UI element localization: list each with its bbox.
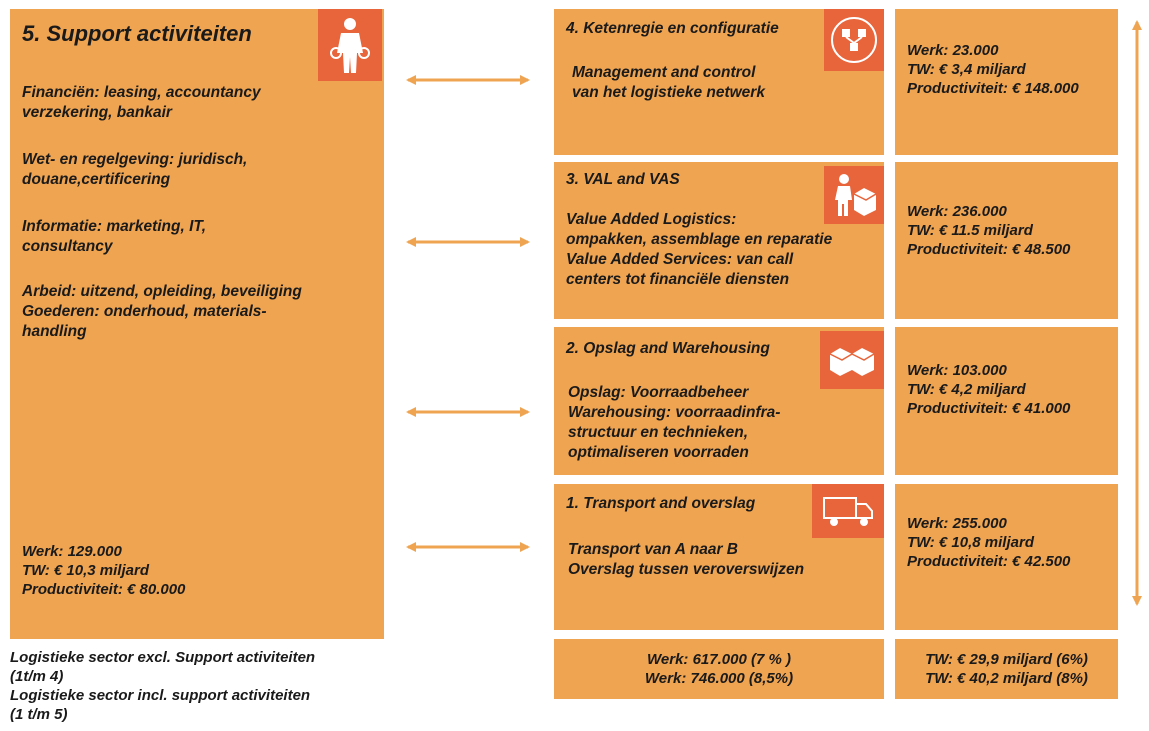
stat-tw: TW: € 10,3 miljard: [22, 562, 149, 579]
activity-box-2: 2. Opslag and Warehousing Opslag: Voorra…: [554, 327, 884, 475]
truck-icon: [812, 484, 884, 538]
stats-box-4: Werk: 23.000 TW: € 3,4 miljard Productiv…: [895, 9, 1118, 155]
boxes-icon: [820, 331, 884, 389]
support-paragraph-finance: Financiën: leasing, accountancy verzeker…: [22, 84, 261, 121]
stats-box-3: Werk: 236.000 TW: € 11.5 miljard Product…: [895, 162, 1118, 319]
total-werk-incl: Werk: 746.000 (8,5%): [644, 670, 794, 687]
totals-werk: Werk: 617.000 (7 % ) Werk: 746.000 (8,5%…: [554, 650, 884, 688]
stat-tw: TW: € 11.5 miljard: [907, 222, 1033, 239]
totals-werk-box: Werk: 617.000 (7 % ) Werk: 746.000 (8,5%…: [554, 639, 884, 699]
totals-tw-box: TW: € 29,9 miljard (6%) TW: € 40,2 milja…: [895, 639, 1118, 699]
stat-productiviteit: Productiviteit: € 42.500: [907, 553, 1071, 570]
footer-incl: Logistieke sector incl. support activite…: [10, 687, 311, 723]
stat-tw: TW: € 4,2 miljard: [907, 381, 1026, 398]
support-paragraph-labour-goods: Arbeid: uitzend, opleiding, beveiliging …: [22, 283, 302, 340]
totals-tw: TW: € 29,9 miljard (6%) TW: € 40,2 milja…: [895, 650, 1118, 688]
stat-tw: TW: € 10,8 miljard: [907, 534, 1034, 551]
support-stats: Werk: 129.000 TW: € 10,3 miljard Product…: [22, 542, 185, 599]
stats-4: Werk: 23.000 TW: € 3,4 miljard Productiv…: [907, 41, 1079, 98]
stat-productiviteit: Productiviteit: € 80.000: [22, 581, 186, 598]
activity-title-1: 1. Transport and overslag: [566, 495, 756, 512]
stats-box-1: Werk: 255.000 TW: € 10,8 miljard Product…: [895, 484, 1118, 630]
stats-box-2: Werk: 103.000 TW: € 4,2 miljard Producti…: [895, 327, 1118, 475]
stat-productiviteit: Productiviteit: € 48.500: [907, 241, 1071, 258]
stats-3: Werk: 236.000 TW: € 11.5 miljard Product…: [907, 202, 1070, 259]
activity-box-1: 1. Transport and overslag Transport van …: [554, 484, 884, 630]
total-tw-excl: TW: € 29,9 miljard (6%): [925, 651, 1088, 668]
footer-legend: Logistieke sector excl. Support activite…: [10, 648, 315, 724]
stat-werk: Werk: 103.000: [907, 362, 1007, 379]
activity-body-2: Opslag: Voorraadbeheer Warehousing: voor…: [568, 384, 781, 461]
activity-title-4: 4. Ketenregie en configuratie: [566, 20, 779, 37]
activity-body-3: Value Added Logistics: ompakken, assembl…: [566, 211, 833, 288]
activity-title-2: 2. Opslag and Warehousing: [566, 340, 770, 357]
activity-body-1: Transport van A naar B Overslag tussen v…: [568, 541, 805, 578]
stat-werk: Werk: 129.000: [22, 543, 122, 560]
stat-productiviteit: Productiviteit: € 41.000: [907, 400, 1071, 417]
activity-title-3: 3. VAL and VAS: [566, 171, 680, 188]
stat-werk: Werk: 23.000: [907, 42, 999, 59]
support-paragraph-information: Informatie: marketing, IT, consultancy: [22, 218, 207, 255]
activity-box-4: 4. Ketenregie en configuratie Management…: [554, 9, 884, 155]
activity-box-3: 3. VAL and VAS Value Added Logistics: om…: [554, 162, 884, 319]
stat-werk: Werk: 255.000: [907, 515, 1007, 532]
stat-werk: Werk: 236.000: [907, 203, 1007, 220]
stats-2: Werk: 103.000 TW: € 4,2 miljard Producti…: [907, 361, 1070, 418]
total-tw-incl: TW: € 40,2 miljard (8%): [925, 670, 1088, 687]
support-activities-box: 5. Support activiteiten Financiën: leasi…: [10, 9, 384, 639]
stats-1: Werk: 255.000 TW: € 10,8 miljard Product…: [907, 514, 1070, 571]
support-title: 5. Support activiteiten: [22, 21, 252, 46]
total-werk-excl: Werk: 617.000 (7 % ): [647, 651, 791, 668]
stat-productiviteit: Productiviteit: € 148.000: [907, 80, 1079, 97]
support-paragraph-law: Wet- en regelgeving: juridisch, douane,c…: [22, 151, 248, 188]
footer-excl: Logistieke sector excl. Support activite…: [10, 649, 316, 685]
stat-tw: TW: € 3,4 miljard: [907, 61, 1026, 78]
person-packing-box-icon: [824, 166, 884, 224]
network-control-icon: [824, 9, 884, 71]
worker-icon: [318, 9, 382, 81]
activity-body-4: Management and control van het logistiek…: [572, 64, 765, 101]
